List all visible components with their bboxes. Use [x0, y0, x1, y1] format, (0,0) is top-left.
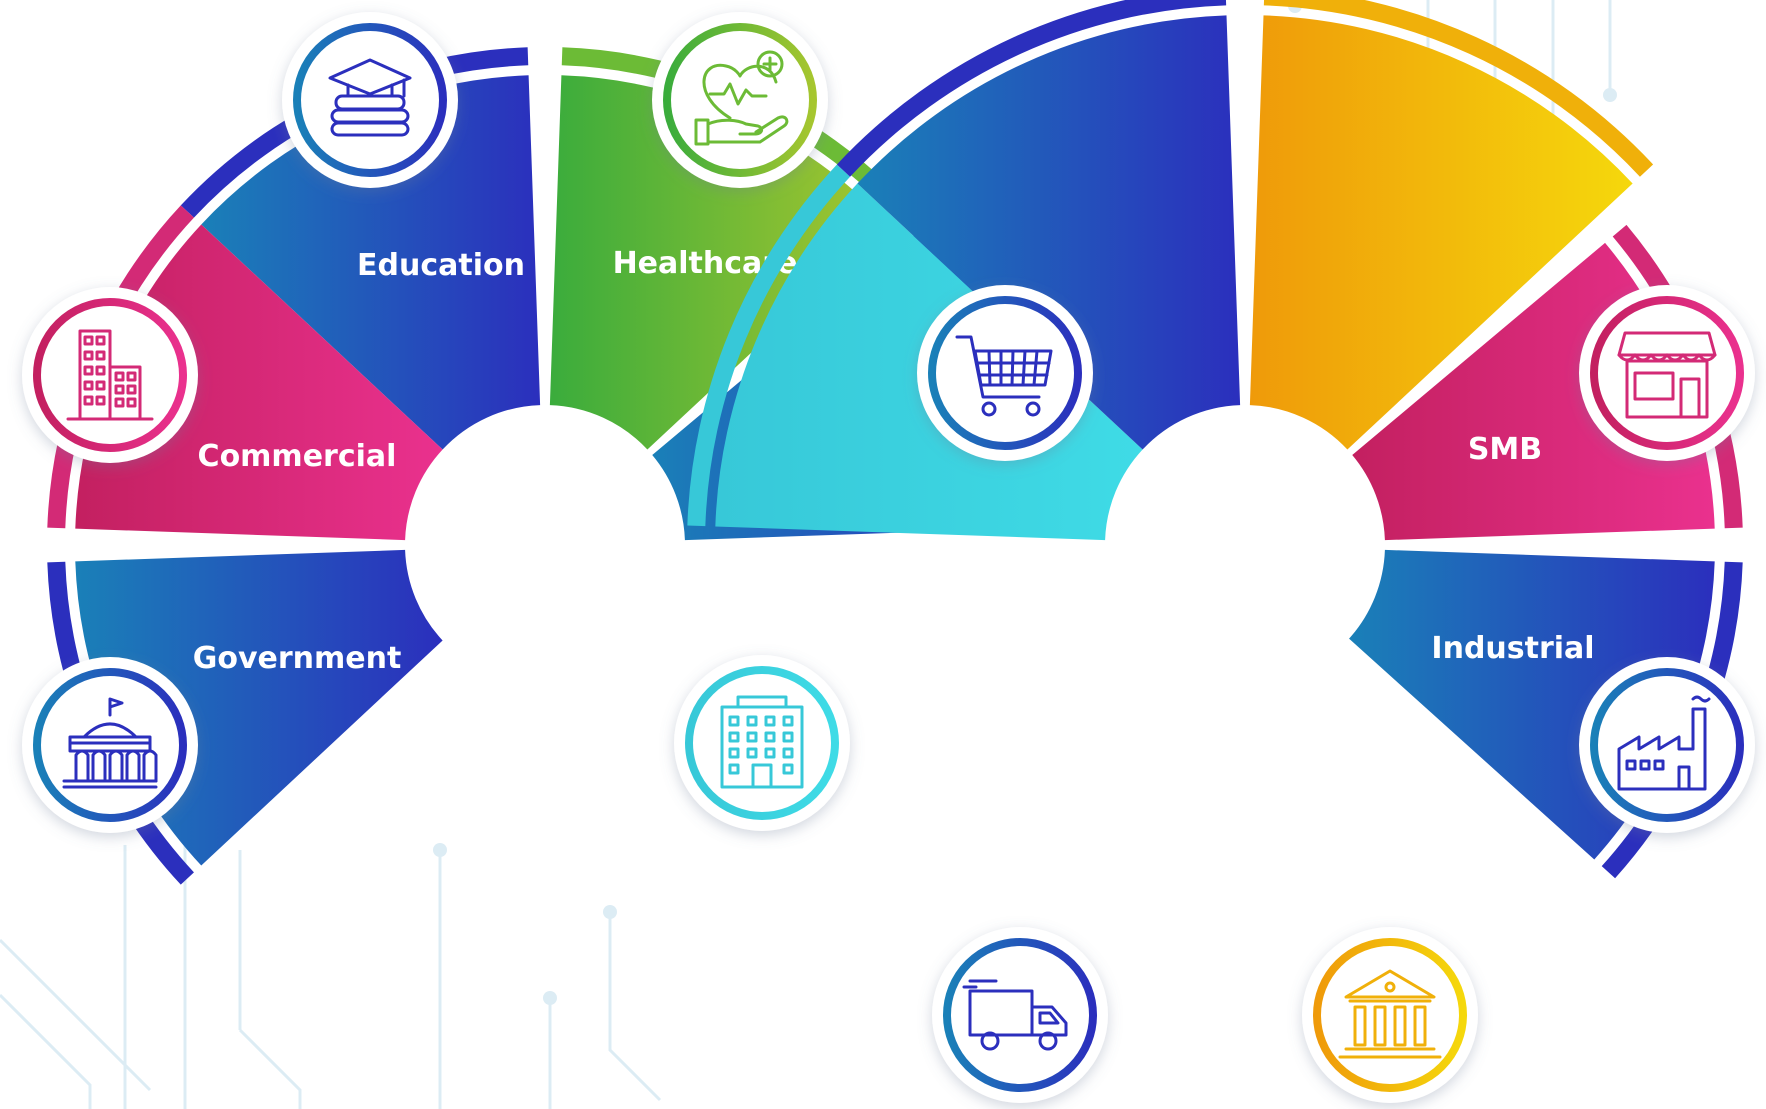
smb-rim [1612, 224, 1743, 529]
education-wedge [201, 75, 541, 450]
hotels-rim [687, 164, 851, 527]
transportation-wedge [857, 15, 1241, 450]
hotel-building-icon [720, 695, 804, 789]
healthcare-badge[interactable] [652, 12, 828, 188]
government-capitol-icon [62, 697, 158, 789]
commercial-wedge [75, 224, 443, 541]
storefront-icon [1617, 331, 1717, 419]
delivery-truck-icon [962, 979, 1068, 1051]
smb-label: SMB [1468, 432, 1542, 467]
bank-building-icon [1338, 969, 1442, 1059]
hotels-badge[interactable] [674, 655, 850, 831]
education-rim [180, 47, 529, 218]
government-rim [47, 561, 194, 885]
hotels-label: Hotels&Hospitality [849, 545, 1034, 672]
commercial-badge[interactable] [22, 287, 198, 463]
healthcare-rim [561, 47, 910, 218]
banking-rim [1263, 0, 1654, 177]
circuit-background [0, 0, 1617, 1109]
industrial-label: Industrial [1431, 631, 1594, 666]
segment-commercial[interactable]: Commercial [47, 205, 443, 541]
industrial-badge[interactable] [1579, 657, 1755, 833]
retail-badge[interactable] [917, 285, 1093, 461]
transportation-rim [836, 0, 1227, 177]
government-badge[interactable] [22, 657, 198, 833]
segment-transportation[interactable]: Transportation [836, 0, 1241, 893]
banking-wedge [1249, 15, 1633, 450]
industrial-rim [1601, 561, 1743, 879]
commercial-label: Commercial [198, 439, 397, 474]
segment-education[interactable]: Education [180, 47, 541, 450]
education-label: Education [357, 248, 525, 283]
government-label: Government [193, 641, 402, 676]
commercial-buildings-icon [66, 329, 154, 421]
banking-badge[interactable] [1302, 927, 1478, 1103]
transportation-label: Transportation [946, 858, 1195, 893]
commercial-rim [47, 205, 194, 529]
education-books-cap-icon [328, 58, 412, 137]
shopping-cart-icon [955, 335, 1053, 417]
healthcare-wedge [549, 75, 889, 450]
healthcare-heart-hand-icon [694, 50, 789, 146]
smb-badge[interactable] [1579, 285, 1755, 461]
factory-icon [1617, 695, 1711, 791]
education-badge[interactable] [282, 12, 458, 188]
transportation-badge[interactable] [932, 927, 1108, 1103]
